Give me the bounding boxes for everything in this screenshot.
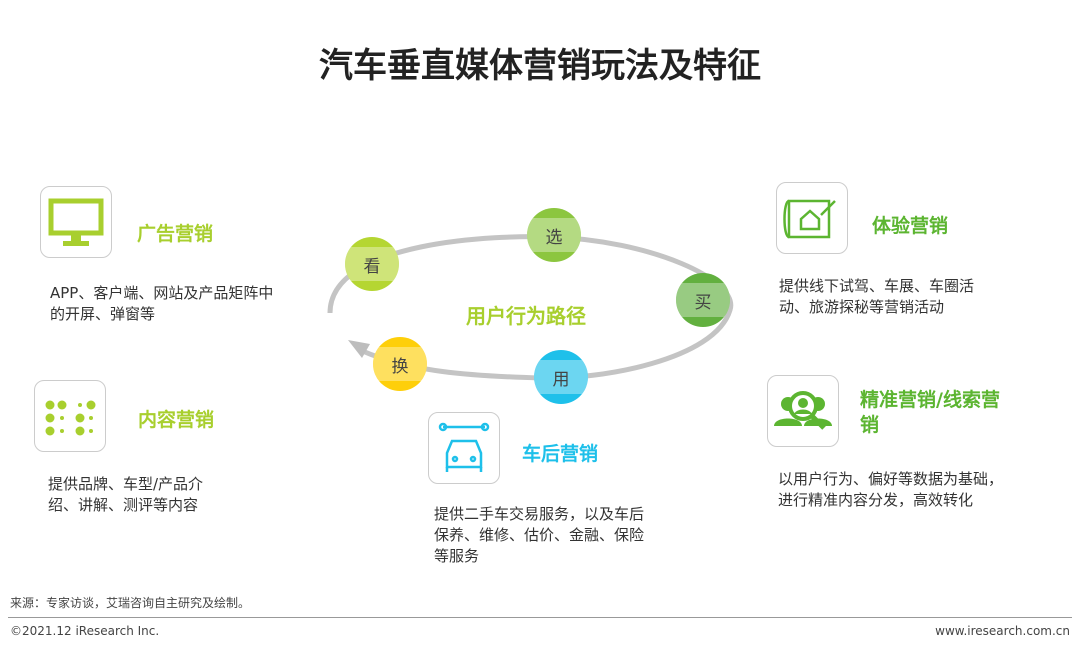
step-use: 用 bbox=[534, 350, 588, 404]
card-title-ad: 广告营销 bbox=[137, 223, 214, 245]
step-look: 看 bbox=[345, 237, 399, 291]
step-replace: 换 bbox=[373, 337, 427, 391]
card-desc-precision: 以用户行为、偏好等数据为基础，进行精准内容分发，高效转化 bbox=[778, 470, 1004, 509]
card-desc-content: 提供品牌、车型/产品介绍、讲解、测评等内容 bbox=[48, 475, 204, 514]
source-note: 来源：专家访谈，艾瑞咨询自主研究及绘制。 bbox=[10, 596, 251, 610]
arrow-head-icon bbox=[348, 340, 370, 358]
landscape-house-icon bbox=[776, 182, 848, 254]
step-choose: 选 bbox=[527, 208, 581, 262]
monitor-icon bbox=[40, 186, 112, 258]
card-title-content: 内容营销 bbox=[138, 409, 215, 431]
card-title-aftersale: 车后营销 bbox=[522, 443, 599, 465]
cycle-path bbox=[327, 234, 734, 381]
center-label: 用户行为路径 bbox=[466, 304, 586, 328]
card-desc-ad: APP、客户端、网站及产品矩阵中的开屏、弹窗等 bbox=[50, 284, 274, 323]
people-search-icon bbox=[767, 375, 839, 447]
card-desc-experience: 提供线下试驾、车展、车圈活动、旅游探秘等营销活动 bbox=[779, 277, 975, 316]
card-desc-aftersale: 提供二手车交易服务，以及车后保养、维修、估价、金融、保险等服务 bbox=[434, 505, 645, 565]
page-title: 汽车垂直媒体营销玩法及特征 bbox=[319, 46, 761, 86]
step-buy: 买 bbox=[676, 273, 730, 327]
footer-divider bbox=[8, 617, 1072, 618]
website-link[interactable]: www.iresearch.com.cn bbox=[935, 624, 1070, 638]
dots-grid-icon bbox=[34, 380, 106, 452]
card-title-precision: 精准营销/线索营销 bbox=[860, 389, 1000, 436]
copyright: ©2021.12 iResearch Inc. bbox=[10, 624, 160, 638]
car-service-icon bbox=[428, 412, 500, 484]
card-title-experience: 体验营销 bbox=[872, 215, 949, 237]
